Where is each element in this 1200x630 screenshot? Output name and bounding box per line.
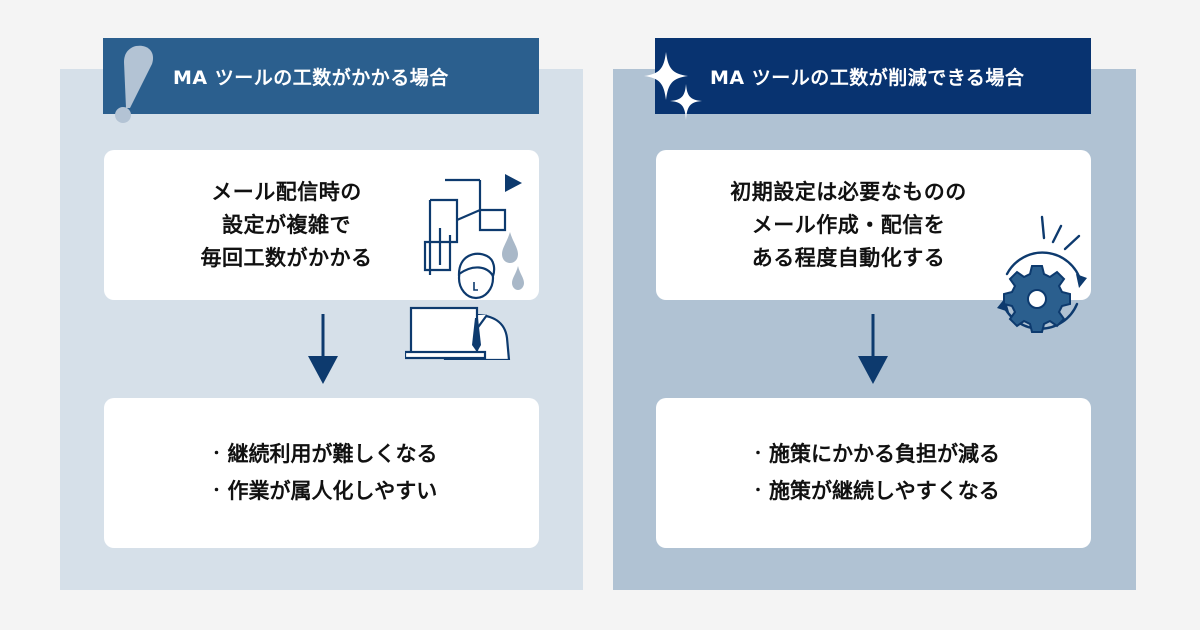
- bullet-icon: ・: [209, 483, 224, 499]
- down-arrow-icon: [308, 314, 338, 384]
- left-header: MA ツールの工数がかかる場合: [103, 38, 539, 114]
- sparkle-icon: [644, 52, 702, 120]
- left-problem-line: 設定が複雑で: [222, 212, 351, 237]
- right-header-title: MA ツールの工数が削減できる場合: [710, 66, 1025, 89]
- right-solution-line: ある程度自動化する: [751, 245, 946, 270]
- left-problem-card: メール配信時の 設定が複雑で 毎回工数がかかる: [104, 150, 539, 300]
- right-result-card: ・施策にかかる負担が減る ・施策が継続しやすくなる: [656, 398, 1091, 548]
- left-header-title: MA ツールの工数がかかる場合: [173, 66, 449, 89]
- right-solution-line: メール作成・配信を: [751, 212, 946, 237]
- automation-gear-illustration: [997, 215, 1087, 333]
- left-problem-line: メール配信時の: [211, 179, 362, 204]
- exclamation-icon: [115, 45, 154, 123]
- right-result-item: ・施策にかかる負担が減る: [747, 436, 1000, 473]
- bullet-icon: ・: [209, 446, 224, 462]
- left-result-item: ・作業が属人化しやすい: [206, 473, 438, 510]
- down-arrow-icon: [858, 314, 888, 384]
- bullet-icon: ・: [751, 446, 765, 462]
- left-problem-line: 毎回工数がかかる: [200, 245, 373, 270]
- stressed-worker-illustration: [405, 174, 524, 360]
- right-header: MA ツールの工数が削減できる場合: [655, 38, 1091, 114]
- bullet-icon: ・: [751, 483, 765, 499]
- left-result-item: ・継続利用が難しくなる: [206, 436, 438, 473]
- right-result-item: ・施策が継続しやすくなる: [747, 473, 1000, 510]
- right-solution-line: 初期設定は必要なものの: [730, 179, 967, 204]
- left-result-card: ・継続利用が難しくなる ・作業が属人化しやすい: [104, 398, 539, 548]
